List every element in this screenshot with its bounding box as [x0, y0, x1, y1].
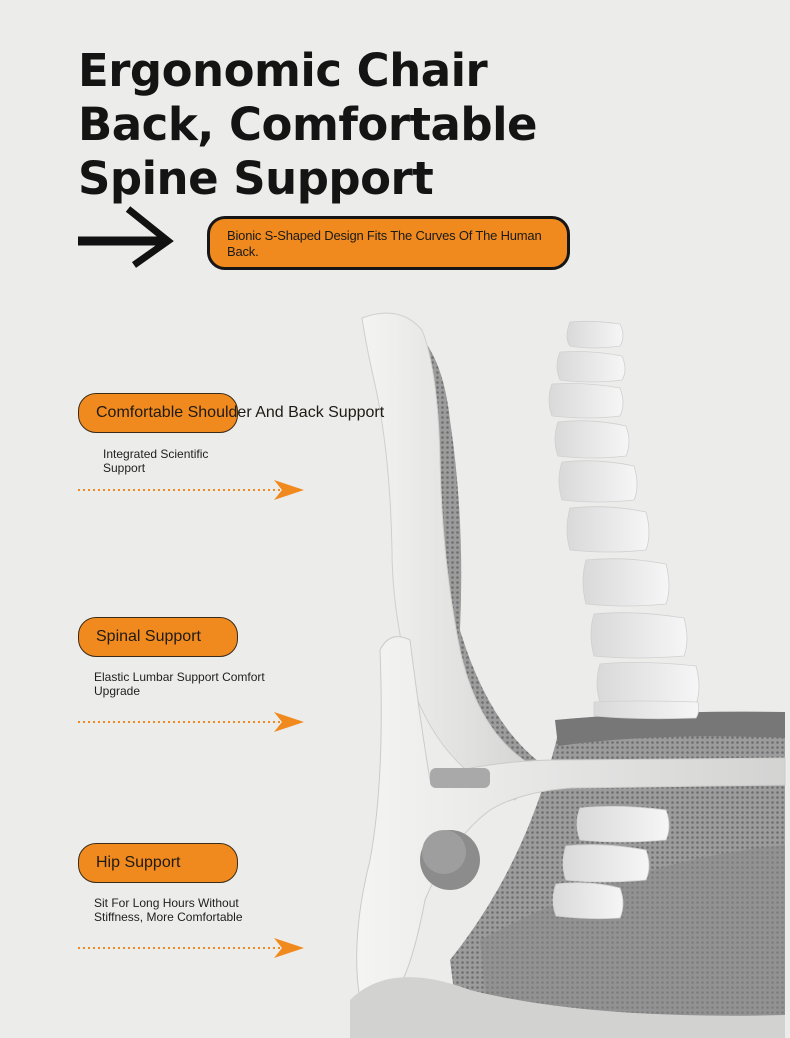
right-arrow-icon: [78, 206, 174, 268]
feature-desc-hip: Sit For Long Hours Without Stiffness, Mo…: [94, 896, 243, 924]
dotted-right-arrow-icon: [78, 938, 304, 958]
headline-line-2: Back, Comfortable: [78, 98, 538, 151]
feature-pill-shoulder: Comfortable Shoulder And Back Support: [78, 393, 384, 433]
headline-line-1: Ergonomic Chair: [78, 44, 488, 97]
spine-vertebrae: [548, 320, 700, 920]
chair-illustration: [350, 312, 786, 1038]
dotted-right-arrow-icon: [78, 480, 304, 500]
subtitle-pill: Bionic S-Shaped Design Fits The Curves O…: [207, 216, 570, 270]
dotted-right-arrow-icon: [78, 712, 304, 732]
feature-pill-hip: Hip Support: [78, 843, 238, 883]
feature-pill-spinal: Spinal Support: [78, 617, 238, 657]
feature-title-shoulder: Comfortable Shoulder And Back Support: [96, 404, 385, 421]
feature-title-hip: Hip Support: [96, 854, 181, 871]
subtitle-text: Bionic S-Shaped Design Fits The Curves O…: [227, 228, 542, 259]
headline: Ergonomic Chair Back, Comfortable Spine …: [78, 44, 538, 206]
feature-desc-spinal: Elastic Lumbar Support Comfort Upgrade: [94, 670, 265, 698]
headline-line-3: Spine Support: [78, 152, 434, 205]
feature-desc-shoulder: Integrated Scientific Support: [103, 447, 209, 475]
feature-title-spinal: Spinal Support: [96, 628, 201, 645]
